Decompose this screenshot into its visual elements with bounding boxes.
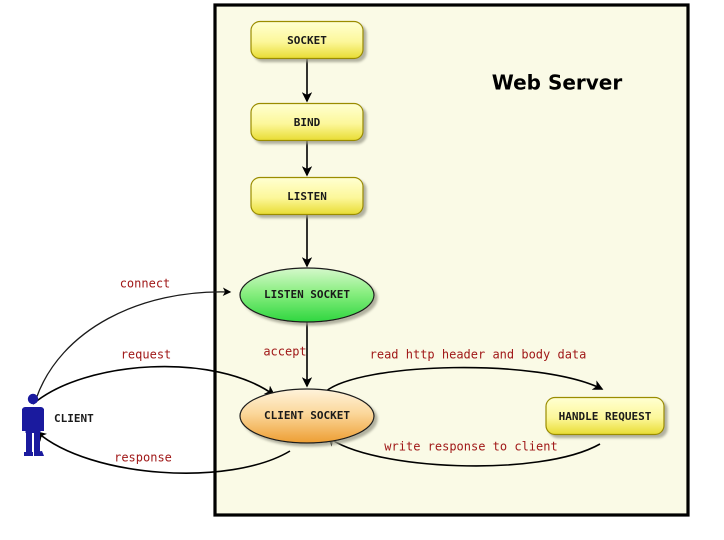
edge-label-response: response	[114, 451, 172, 465]
node-socket-shape	[250, 20, 364, 60]
node-listen[interactable]: LISTEN	[250, 176, 364, 216]
node-handle-request[interactable]: HANDLE REQUEST	[545, 396, 665, 436]
edge-client-request	[32, 365, 276, 405]
node-listen-shape	[250, 176, 364, 216]
node-listen-label: LISTEN	[287, 190, 327, 203]
node-socket[interactable]: SOCKET	[250, 20, 364, 60]
node-client-socket-label: CLIENT SOCKET	[264, 409, 350, 422]
node-handle-request-label: HANDLE REQUEST	[559, 410, 652, 423]
node-client-socket-shape	[239, 388, 375, 444]
edge-label-connect: connect	[120, 277, 171, 291]
client-actor-icon[interactable]	[22, 393, 44, 456]
edge-label-write-response: write response to client	[384, 440, 557, 454]
edge-write-response	[326, 436, 601, 467]
node-listen-socket-label: LISTEN SOCKET	[264, 288, 350, 301]
edge-read-request	[324, 366, 604, 393]
edge-server-response	[35, 430, 291, 474]
node-bind-label: BIND	[294, 116, 321, 129]
node-listen-socket[interactable]: LISTEN SOCKET	[239, 267, 375, 323]
client-actor-label: CLIENT	[54, 412, 94, 425]
node-handle-request-shape	[545, 396, 665, 436]
edge-label-request: request	[121, 348, 172, 362]
node-bind[interactable]: BIND	[250, 102, 364, 142]
edge-client-connect	[35, 287, 232, 400]
node-socket-label: SOCKET	[287, 34, 327, 47]
node-listen-socket-shape	[239, 267, 375, 323]
node-bind-shape	[250, 102, 364, 142]
edge-label-accept: accept	[263, 345, 306, 359]
edge-label-read-request: read http header and body data	[370, 348, 587, 362]
node-client-socket[interactable]: CLIENT SOCKET	[239, 388, 375, 444]
web-server-title: Web Server	[492, 71, 623, 95]
